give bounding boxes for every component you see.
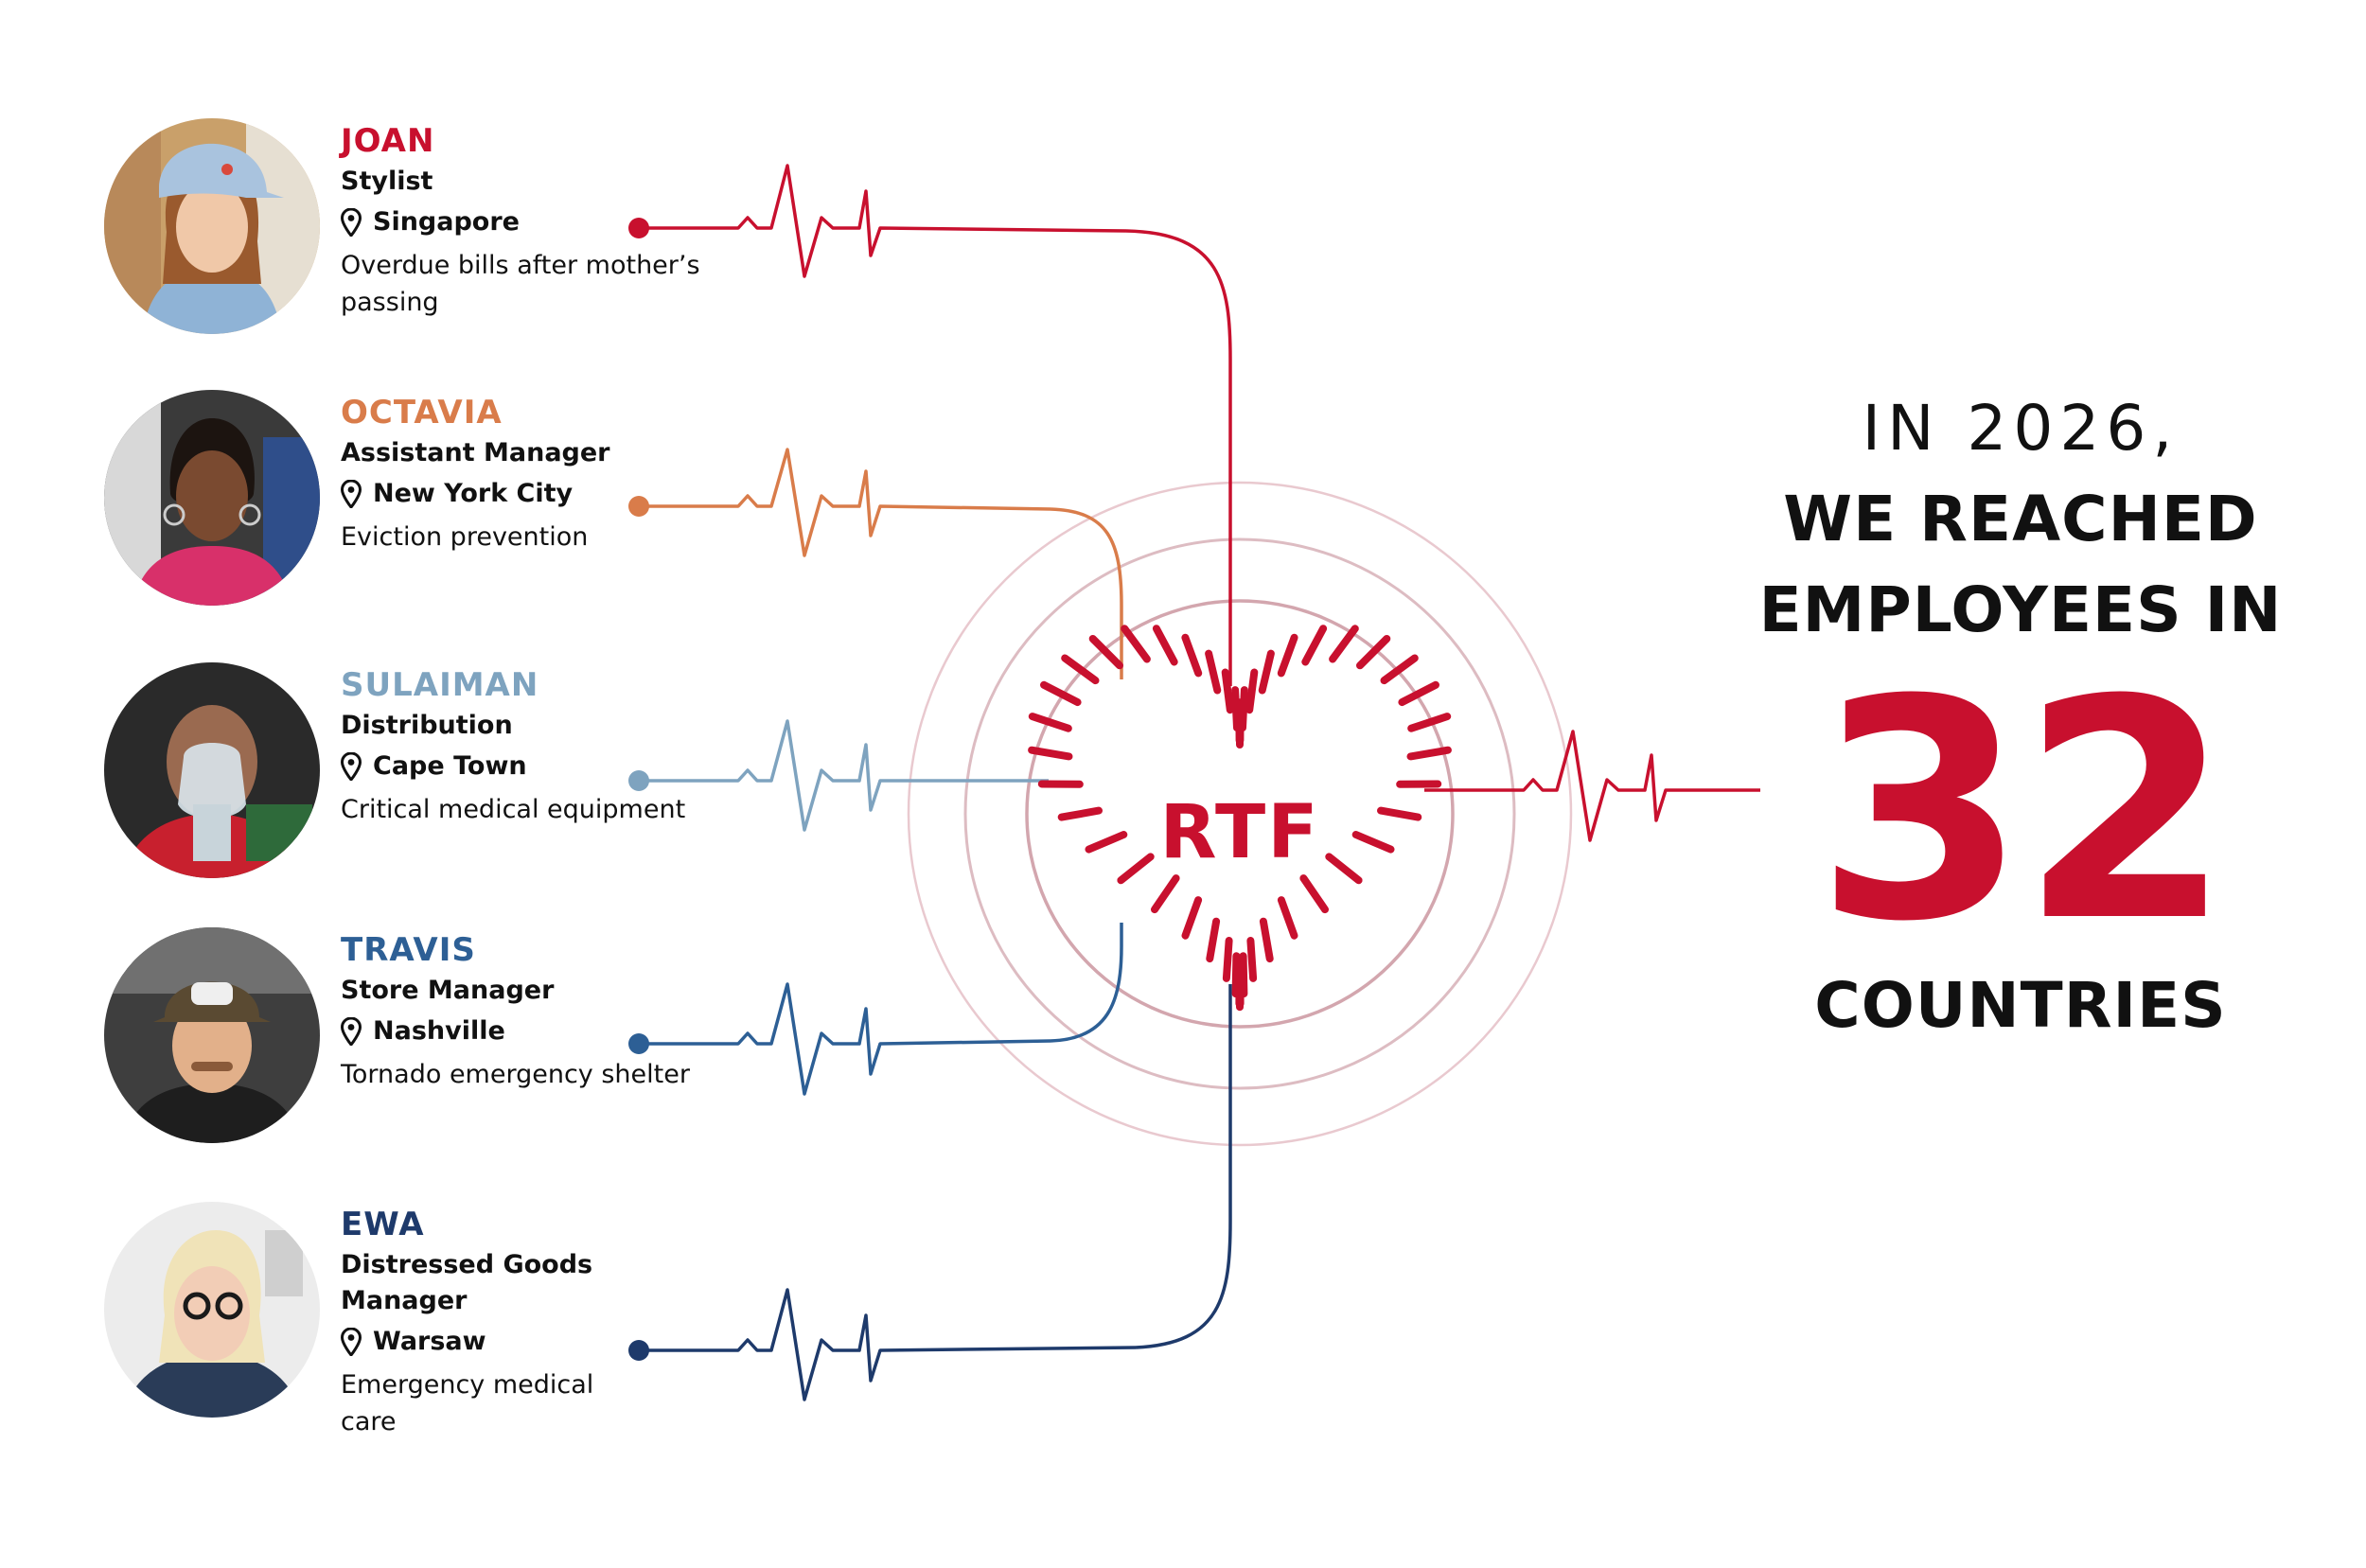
heartbeat-line-sulaiman bbox=[628, 719, 1049, 832]
person-name: EWA bbox=[341, 1206, 425, 1243]
person-card-ewa: EWA Distressed Goods Manager Warsaw Emer… bbox=[104, 1202, 634, 1476]
person-role: Assistant Manager bbox=[341, 438, 610, 467]
headline-number: 32 bbox=[1815, 636, 2231, 988]
rtf-logo-text: RTF bbox=[1159, 790, 1320, 875]
heart-bar bbox=[1222, 937, 1233, 982]
headline-line2: EMPLOYEES IN bbox=[1758, 573, 2283, 646]
location-text: Warsaw bbox=[373, 1327, 486, 1356]
person-role: Stylist bbox=[341, 167, 433, 196]
person-role: Distribution bbox=[341, 711, 513, 740]
headline-line1: WE REACHED bbox=[1783, 483, 2258, 555]
headline-line3: COUNTRIES bbox=[1814, 969, 2227, 1042]
heartbeat-line-output bbox=[1424, 730, 1760, 842]
person-role: Store Manager bbox=[341, 976, 555, 1005]
heart-bar bbox=[1245, 668, 1259, 714]
avatar-travis bbox=[104, 927, 320, 1143]
person-location: Nashville bbox=[341, 1013, 719, 1050]
heart-bar bbox=[1246, 937, 1258, 982]
person-description: Overdue bills after mother’s passing bbox=[341, 251, 700, 317]
avatar-sulaiman bbox=[104, 662, 320, 878]
heart-bar bbox=[1277, 633, 1298, 678]
location-text: Nashville bbox=[373, 1016, 505, 1046]
person-card-octavia: OCTAVIA Assistant Manager New York City … bbox=[104, 390, 634, 664]
location-text: Singapore bbox=[373, 207, 520, 237]
heart-bar bbox=[1028, 746, 1073, 761]
person-role: Distressed Goods Manager bbox=[341, 1250, 593, 1315]
heart-bar bbox=[1299, 874, 1329, 914]
heart-bar bbox=[1301, 625, 1328, 666]
heart-bar bbox=[1028, 713, 1072, 732]
heart-bar bbox=[1258, 649, 1275, 695]
avatar-ewa bbox=[104, 1202, 320, 1418]
location-pin-icon bbox=[341, 1328, 362, 1356]
heart-bar bbox=[1181, 896, 1203, 940]
person-name: TRAVIS bbox=[341, 931, 476, 969]
heartbeat-line-joan bbox=[628, 164, 1232, 686]
avatar-joan bbox=[104, 118, 320, 334]
heart-bar bbox=[1181, 633, 1203, 678]
person-description: Eviction prevention bbox=[341, 522, 589, 552]
heart-bar bbox=[1277, 896, 1298, 940]
heart-bar bbox=[1151, 874, 1180, 914]
heart-bar bbox=[1356, 635, 1391, 670]
heart-bar bbox=[1398, 680, 1439, 707]
person-name: OCTAVIA bbox=[341, 394, 503, 432]
person-location: Warsaw bbox=[341, 1323, 719, 1361]
person-info-ewa: EWA Distressed Goods Manager Warsaw Emer… bbox=[341, 1202, 719, 1440]
heart-bar bbox=[1351, 831, 1395, 854]
person-description: Tornado emergency shelter bbox=[341, 1060, 690, 1089]
heart-bar bbox=[1377, 806, 1422, 821]
heart-bar bbox=[1406, 746, 1452, 761]
heart-bar bbox=[1205, 649, 1222, 695]
location-pin-icon bbox=[341, 480, 362, 508]
person-location: Cape Town bbox=[341, 748, 719, 785]
headline-intro: IN 2026, bbox=[1862, 392, 2180, 465]
heart-bar bbox=[1259, 917, 1274, 963]
heart-bar bbox=[1057, 806, 1103, 821]
location-pin-icon bbox=[341, 752, 362, 781]
location-pin-icon bbox=[341, 208, 362, 237]
heart-bar bbox=[1231, 952, 1241, 998]
heart-bar bbox=[1061, 654, 1100, 685]
heartbeat-line-octavia bbox=[628, 448, 1123, 679]
heart-bar bbox=[1085, 831, 1128, 854]
heart-bar bbox=[1221, 668, 1234, 714]
heart-bar bbox=[1040, 680, 1082, 707]
person-location: New York City bbox=[341, 475, 719, 513]
heartbeat-line-travis bbox=[628, 923, 1123, 1096]
person-info-travis: TRAVIS Store Manager Nashville Tornado e… bbox=[341, 927, 719, 1093]
heart-bar bbox=[1329, 625, 1359, 663]
person-info-sulaiman: SULAIMAN Distribution Cape Town Critical… bbox=[341, 662, 719, 828]
person-description: Critical medical equipment bbox=[341, 795, 686, 824]
person-card-sulaiman: SULAIMAN Distribution Cape Town Critical… bbox=[104, 662, 685, 937]
person-location: Singapore bbox=[341, 203, 719, 241]
person-name: JOAN bbox=[341, 122, 435, 160]
heart-bar bbox=[1152, 625, 1178, 666]
heart-bar bbox=[1088, 635, 1123, 670]
location-text: New York City bbox=[373, 479, 574, 508]
headline-block: IN 2026, WE REACHED EMPLOYEES IN 32 COUN… bbox=[1704, 383, 2338, 1044]
person-name: SULAIMAN bbox=[341, 666, 539, 704]
heart-icon bbox=[1028, 625, 1452, 1012]
heart-bar bbox=[1380, 654, 1419, 685]
location-text: Cape Town bbox=[373, 751, 527, 781]
person-description: Emergency medical care bbox=[341, 1370, 594, 1436]
heart-bar bbox=[1407, 713, 1452, 732]
heart-bar bbox=[1206, 917, 1221, 963]
person-card-joan: JOAN Stylist Singapore Overdue bills aft… bbox=[104, 118, 700, 393]
person-info-joan: JOAN Stylist Singapore Overdue bills aft… bbox=[341, 118, 719, 321]
avatar-octavia bbox=[104, 390, 320, 606]
heartbeat-line-ewa bbox=[628, 984, 1232, 1401]
heart-bar bbox=[1121, 625, 1151, 663]
pulse-rings bbox=[907, 481, 1573, 1147]
person-info-octavia: OCTAVIA Assistant Manager New York City … bbox=[341, 390, 719, 555]
person-card-travis: TRAVIS Store Manager Nashville Tornado e… bbox=[104, 927, 690, 1202]
heart-bar bbox=[1325, 853, 1363, 885]
heart-bar bbox=[1117, 853, 1155, 885]
location-pin-icon bbox=[341, 1017, 362, 1046]
